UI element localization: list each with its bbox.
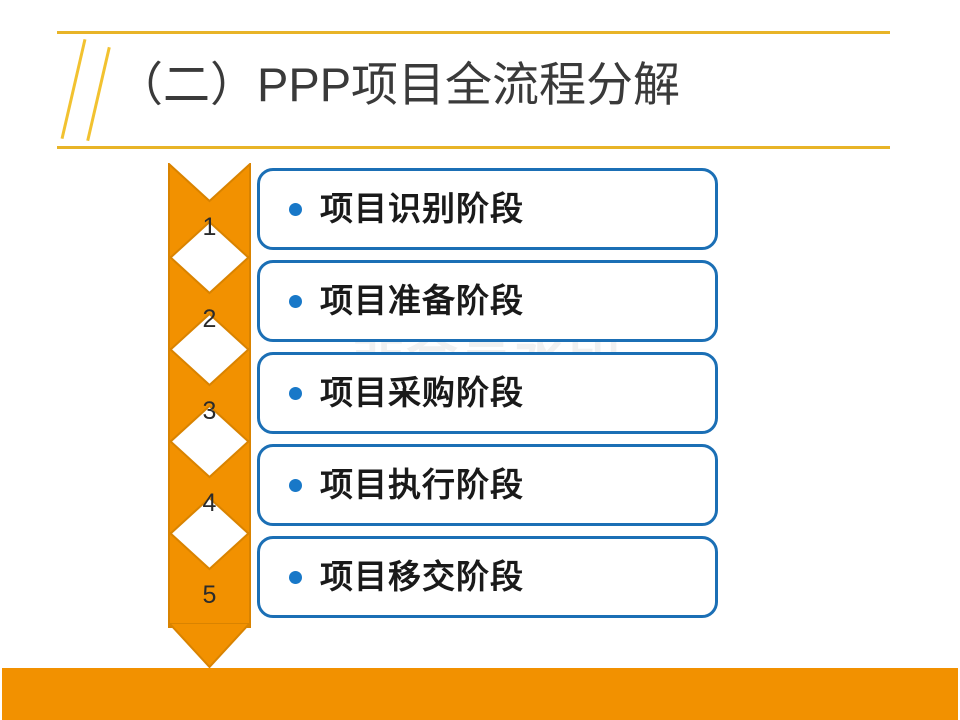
- chevron-arrow-icon: 1: [168, 163, 251, 260]
- step-number: 4: [202, 489, 217, 517]
- stage-label: 项目执行阶段: [320, 466, 524, 503]
- chevron-arrow-icon: 5: [168, 531, 251, 628]
- flow-step-4: 4 项目执行阶段: [0, 439, 960, 536]
- stage-label: 项目识别阶段: [320, 190, 524, 227]
- title-rule-top: [57, 31, 890, 34]
- stage-box-2[interactable]: 项目准备阶段: [257, 260, 718, 342]
- stage-box-5[interactable]: 项目移交阶段: [257, 536, 718, 618]
- chevron-arrow-icon: 3: [168, 347, 251, 444]
- footer-bar: [2, 668, 958, 720]
- bullet-icon: [289, 478, 302, 492]
- flow-step-3: 3 项目采购阶段: [0, 347, 960, 444]
- page-title: （二）PPP项目全流程分解: [116, 58, 681, 111]
- flow-step-1: 1 项目识别阶段: [0, 163, 960, 260]
- step-number: 3: [202, 397, 217, 425]
- flow-step-5: 5 项目移交阶段: [0, 531, 960, 628]
- bullet-icon: [289, 294, 302, 308]
- title-block: （二）PPP项目全流程分解: [0, 0, 960, 155]
- bullet-icon: [289, 570, 302, 584]
- stage-box-3[interactable]: 项目采购阶段: [257, 352, 718, 434]
- chevron-arrow-icon: 4: [168, 439, 251, 536]
- bullet-icon: [289, 202, 302, 216]
- stage-box-1[interactable]: 项目识别阶段: [257, 168, 718, 250]
- step-number: 2: [202, 305, 217, 333]
- bullet-icon: [289, 386, 302, 400]
- step-number: 5: [202, 581, 217, 609]
- stage-label: 项目准备阶段: [320, 282, 524, 319]
- stage-label: 项目采购阶段: [320, 374, 524, 411]
- arrow-tip-icon: [168, 623, 251, 668]
- flow-step-2: 2 项目准备阶段: [0, 255, 960, 352]
- stage-box-4[interactable]: 项目执行阶段: [257, 444, 718, 526]
- stage-label: 项目移交阶段: [320, 558, 524, 595]
- step-number: 1: [202, 213, 217, 241]
- chevron-arrow-icon: 2: [168, 255, 251, 352]
- title-rule-bottom: [57, 146, 890, 149]
